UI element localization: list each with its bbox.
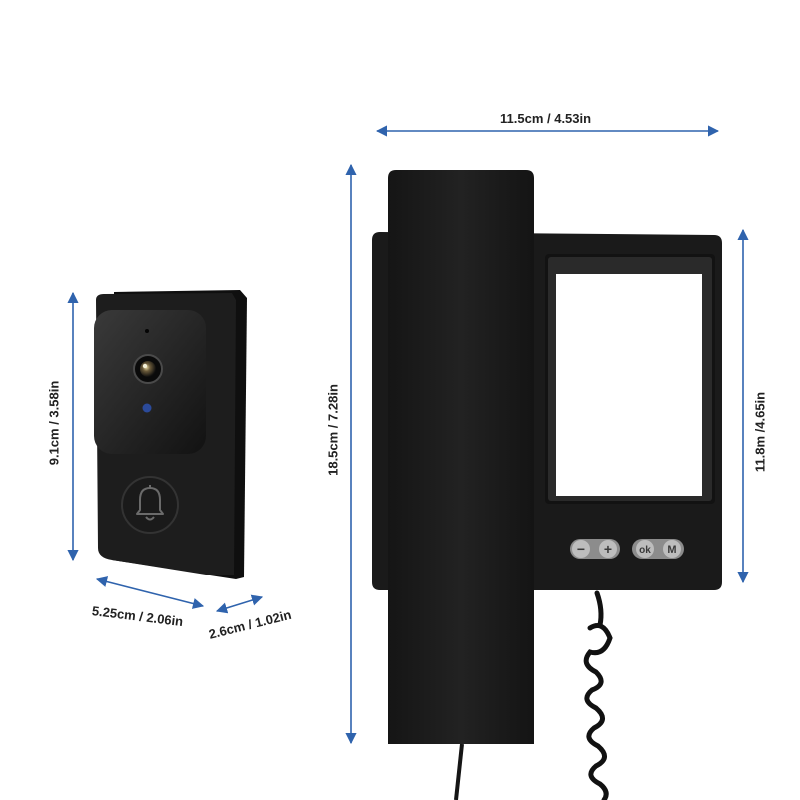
minus-button xyxy=(572,540,590,558)
ok-button xyxy=(636,540,654,558)
doorbell-device xyxy=(94,290,247,579)
svg-text:−: − xyxy=(577,541,585,557)
svg-text:M: M xyxy=(667,544,676,556)
svg-text:ok: ok xyxy=(639,545,651,556)
monitor-handset xyxy=(388,170,534,744)
camera-lens-icon xyxy=(133,354,163,384)
doorbell-height-label: 9.1cm / 3.58in xyxy=(46,380,62,466)
monitor-total-height-label: 18.5cm / 7.28in xyxy=(325,384,341,476)
menu-button-group: ok M xyxy=(632,539,684,559)
menu-button xyxy=(663,540,681,558)
status-led-icon xyxy=(142,403,152,413)
svg-text:+: + xyxy=(604,541,612,557)
monitor-screen xyxy=(556,274,702,496)
handset-cable xyxy=(454,743,464,800)
doorbell-depth-arrow xyxy=(215,594,264,614)
plus-button xyxy=(599,540,617,558)
indoor-monitor-device: − + ok M xyxy=(372,170,722,800)
monitor-width-label: 11.5cm / 4.53in xyxy=(500,111,592,126)
doorbell-bell-button xyxy=(121,476,179,534)
doorbell-width-arrow xyxy=(95,576,205,609)
volume-button-group: − + xyxy=(570,539,620,559)
monitor-screen-height-label: 11.8m /4.65in xyxy=(752,391,768,473)
bell-icon xyxy=(136,485,164,521)
coiled-cord xyxy=(583,590,613,800)
